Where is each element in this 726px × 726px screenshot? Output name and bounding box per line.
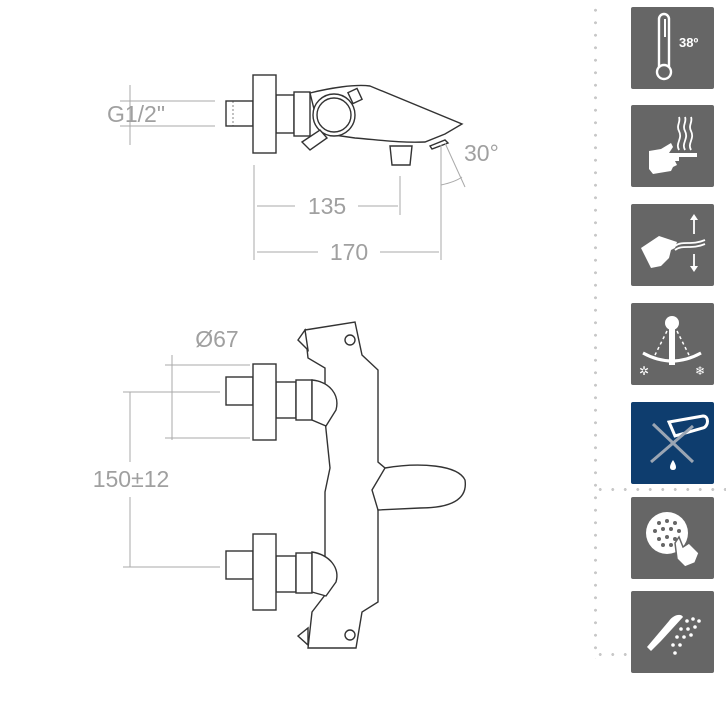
inlet-stub: [225, 100, 254, 127]
thermostat-icon: 38º: [631, 7, 714, 89]
dotted-divider-horizontal: [594, 488, 726, 491]
upper-flange: [252, 363, 277, 441]
hand-shower-icon: [631, 591, 714, 673]
flow-control-hand-icon: [631, 204, 714, 286]
no-drip-spout-icon: [631, 402, 714, 484]
flange-diameter-label: Ø67: [195, 326, 238, 352]
anti-scald-hand-icon: [631, 105, 714, 187]
thermostat-body: [304, 321, 386, 649]
hot-cold-mixing-icon: ✲❄: [631, 303, 714, 385]
svg-text:38º: 38º: [679, 35, 698, 50]
svg-text:✲: ✲: [639, 364, 649, 378]
lever-handle: [300, 129, 329, 151]
dimension-135: 135: [308, 193, 346, 219]
anti-limescale-shower-icon: [631, 497, 714, 579]
front-dimensions: [123, 355, 250, 568]
dimension-170: 170: [330, 239, 368, 265]
front-view: [225, 321, 466, 649]
lower-flange: [252, 533, 277, 611]
outlet-nipple: [389, 145, 413, 166]
dotted-divider: [594, 4, 597, 659]
wall-flange: [252, 74, 277, 154]
thread-label: G1/2": [107, 101, 165, 127]
svg-text:❄: ❄: [695, 364, 705, 378]
front-lever: [371, 464, 466, 511]
side-dimensions: [120, 85, 466, 260]
side-view: [225, 74, 464, 166]
center-distance-label: 150±12: [93, 466, 170, 492]
angle-label: 30°: [464, 140, 499, 166]
dotted-divider-bottom: [594, 653, 632, 656]
